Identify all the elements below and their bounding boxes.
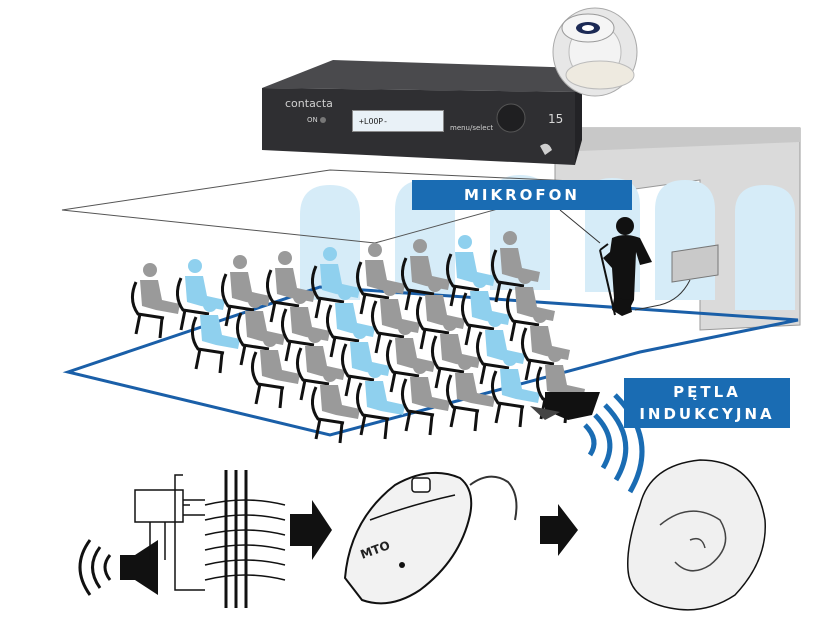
induction-loop-label-line2: INDUKCYJNA	[639, 405, 775, 423]
induction-loop-label: PĘTLA INDUKCYJNA	[624, 378, 790, 428]
arrow-right-icon-2	[540, 504, 578, 556]
amplifier-display: +LOOP-	[352, 110, 444, 132]
floor-loop	[62, 285, 799, 437]
induction-coil-circuit	[134, 470, 286, 608]
amplifier-brand: contacta	[285, 97, 333, 110]
amplifier-menu-label: menu/select	[450, 124, 494, 132]
amplifier-power-label: ON	[307, 116, 318, 124]
speaker-person	[603, 217, 652, 316]
loop-field-arrow-icon	[530, 392, 600, 420]
induction-loop-label-line1: PĘTLA	[673, 383, 741, 401]
audience-member	[191, 298, 240, 374]
mic-pointer-line	[559, 209, 601, 244]
wall-amplifier-box	[634, 244, 719, 311]
audience	[131, 231, 585, 444]
arrow-right-icon	[290, 500, 332, 560]
audience-member	[446, 356, 495, 432]
audience-member	[401, 360, 450, 436]
ear-icon	[627, 459, 766, 611]
microphone-label: MIKROFON	[412, 180, 632, 210]
audience-member	[251, 333, 300, 409]
cable-spool-icon	[552, 7, 638, 97]
audience-member	[491, 352, 540, 428]
audience-member	[311, 368, 360, 444]
amplifier-model: 15	[548, 112, 564, 126]
sound-source-speaker-icon	[78, 539, 158, 596]
hearing-aid-icon	[343, 471, 518, 605]
microphone-stand	[599, 243, 616, 316]
audience-member	[356, 364, 405, 440]
loop-signal-waves-icon	[583, 393, 645, 494]
audience-member	[131, 263, 180, 339]
